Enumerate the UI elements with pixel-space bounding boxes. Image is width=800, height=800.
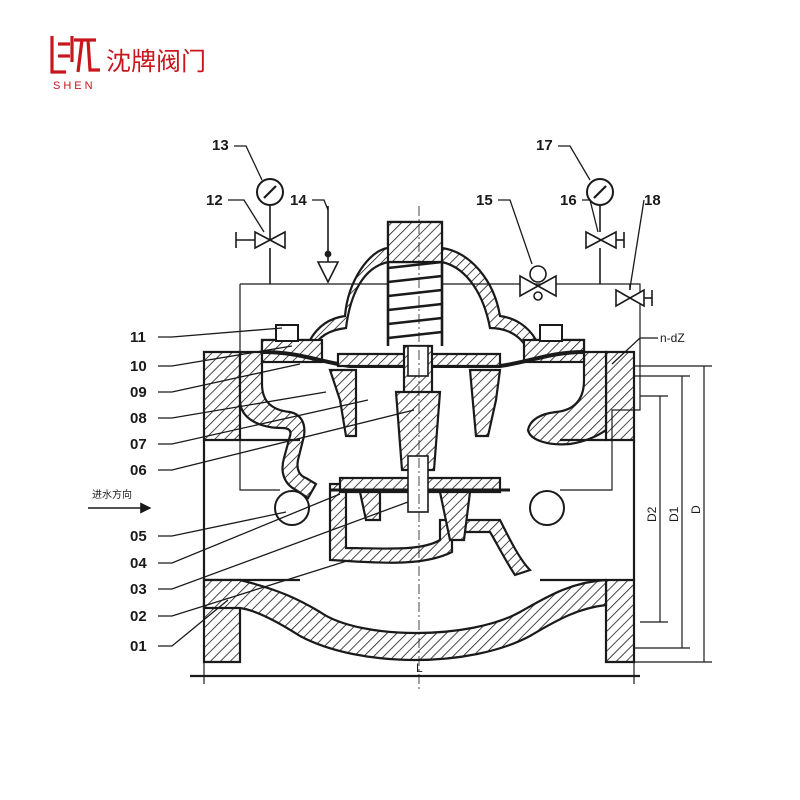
bonnet-assembly [260, 206, 586, 690]
needle-valve-18-icon [615, 284, 653, 308]
leader-line-09 [158, 363, 301, 393]
brand-logo: 沈牌阀门 SHEN [50, 36, 206, 92]
leader-line-05 [158, 511, 287, 537]
guide-right [468, 368, 502, 438]
left-upper-wall [238, 350, 318, 500]
leader-line-07 [158, 399, 369, 445]
callout-05: 05 [130, 528, 147, 545]
callout-07: 07 [130, 436, 147, 453]
dim-label-d1: D1 [667, 506, 681, 522]
ball-valve-16-icon [585, 206, 625, 284]
right-flange [604, 350, 636, 442]
hole-label: n-dZ [660, 331, 685, 345]
callout-03: 03 [130, 581, 147, 598]
leader-line-08 [158, 391, 327, 419]
leader-line-11 [158, 327, 283, 338]
flow-direction-label: 进水方向 [92, 488, 132, 501]
valve-body [190, 350, 640, 678]
leader-line-06 [158, 409, 415, 471]
left-callouts: 11 10 09 08 07 06 05 04 03 02 01 [130, 327, 415, 655]
callout-10: 10 [130, 358, 147, 375]
brand-name-cn: 沈牌阀门 [106, 47, 206, 76]
leader-line-04 [158, 493, 341, 564]
leader-line-02 [158, 559, 351, 617]
callout-13: 13 [212, 137, 229, 154]
dim-label-d2: D2 [645, 506, 659, 522]
leader-line-03 [158, 501, 409, 590]
top-callouts: 13 12 14 15 16 17 18 [206, 137, 661, 289]
callout-15: 15 [476, 192, 493, 209]
pressure-gauge-17-icon [586, 178, 614, 206]
left-bolt-head [275, 324, 299, 342]
right-flange-lower [604, 578, 636, 664]
check-valve-14-icon [316, 206, 340, 284]
lower-guide-right [438, 490, 472, 542]
inlet-port [274, 490, 310, 526]
leader-line-01 [158, 599, 229, 647]
outlet-port [529, 490, 565, 526]
callout-18: 18 [644, 192, 661, 209]
right-bolt-head [539, 324, 563, 342]
callout-16: 16 [560, 192, 577, 209]
logo-mark-icon [50, 36, 100, 74]
lower-guide-left [358, 490, 382, 522]
callout-17: 17 [536, 137, 553, 154]
callout-11: 11 [130, 329, 146, 346]
stem-nut [407, 345, 429, 377]
bonnet-cap [386, 220, 444, 264]
pilot-piping [235, 178, 653, 526]
callout-06: 06 [130, 462, 147, 479]
bottom-cavity-wall [202, 578, 608, 662]
callout-04: 04 [130, 555, 147, 572]
ball-valve-12-icon [235, 206, 286, 284]
callout-01: 01 [130, 638, 147, 655]
seat-partition [328, 482, 533, 577]
callout-08: 08 [130, 410, 147, 427]
dim-label-d: D [689, 505, 703, 514]
leader-line-10 [158, 345, 293, 367]
solenoid-valve-15-icon [519, 265, 557, 301]
dimensions [203, 365, 712, 684]
callout-09: 09 [130, 384, 147, 401]
brand-name-en: SHEN [53, 80, 96, 92]
callout-12: 12 [206, 192, 223, 209]
callout-02: 02 [130, 608, 147, 625]
lower-stem-nut [407, 455, 429, 513]
left-flange [202, 350, 242, 442]
guide-left [328, 368, 358, 438]
dim-label-l: L [416, 661, 423, 675]
spring [386, 260, 444, 346]
callout-14: 14 [290, 192, 307, 209]
right-upper-wall [526, 350, 608, 446]
pressure-gauge-13-icon [256, 178, 284, 206]
